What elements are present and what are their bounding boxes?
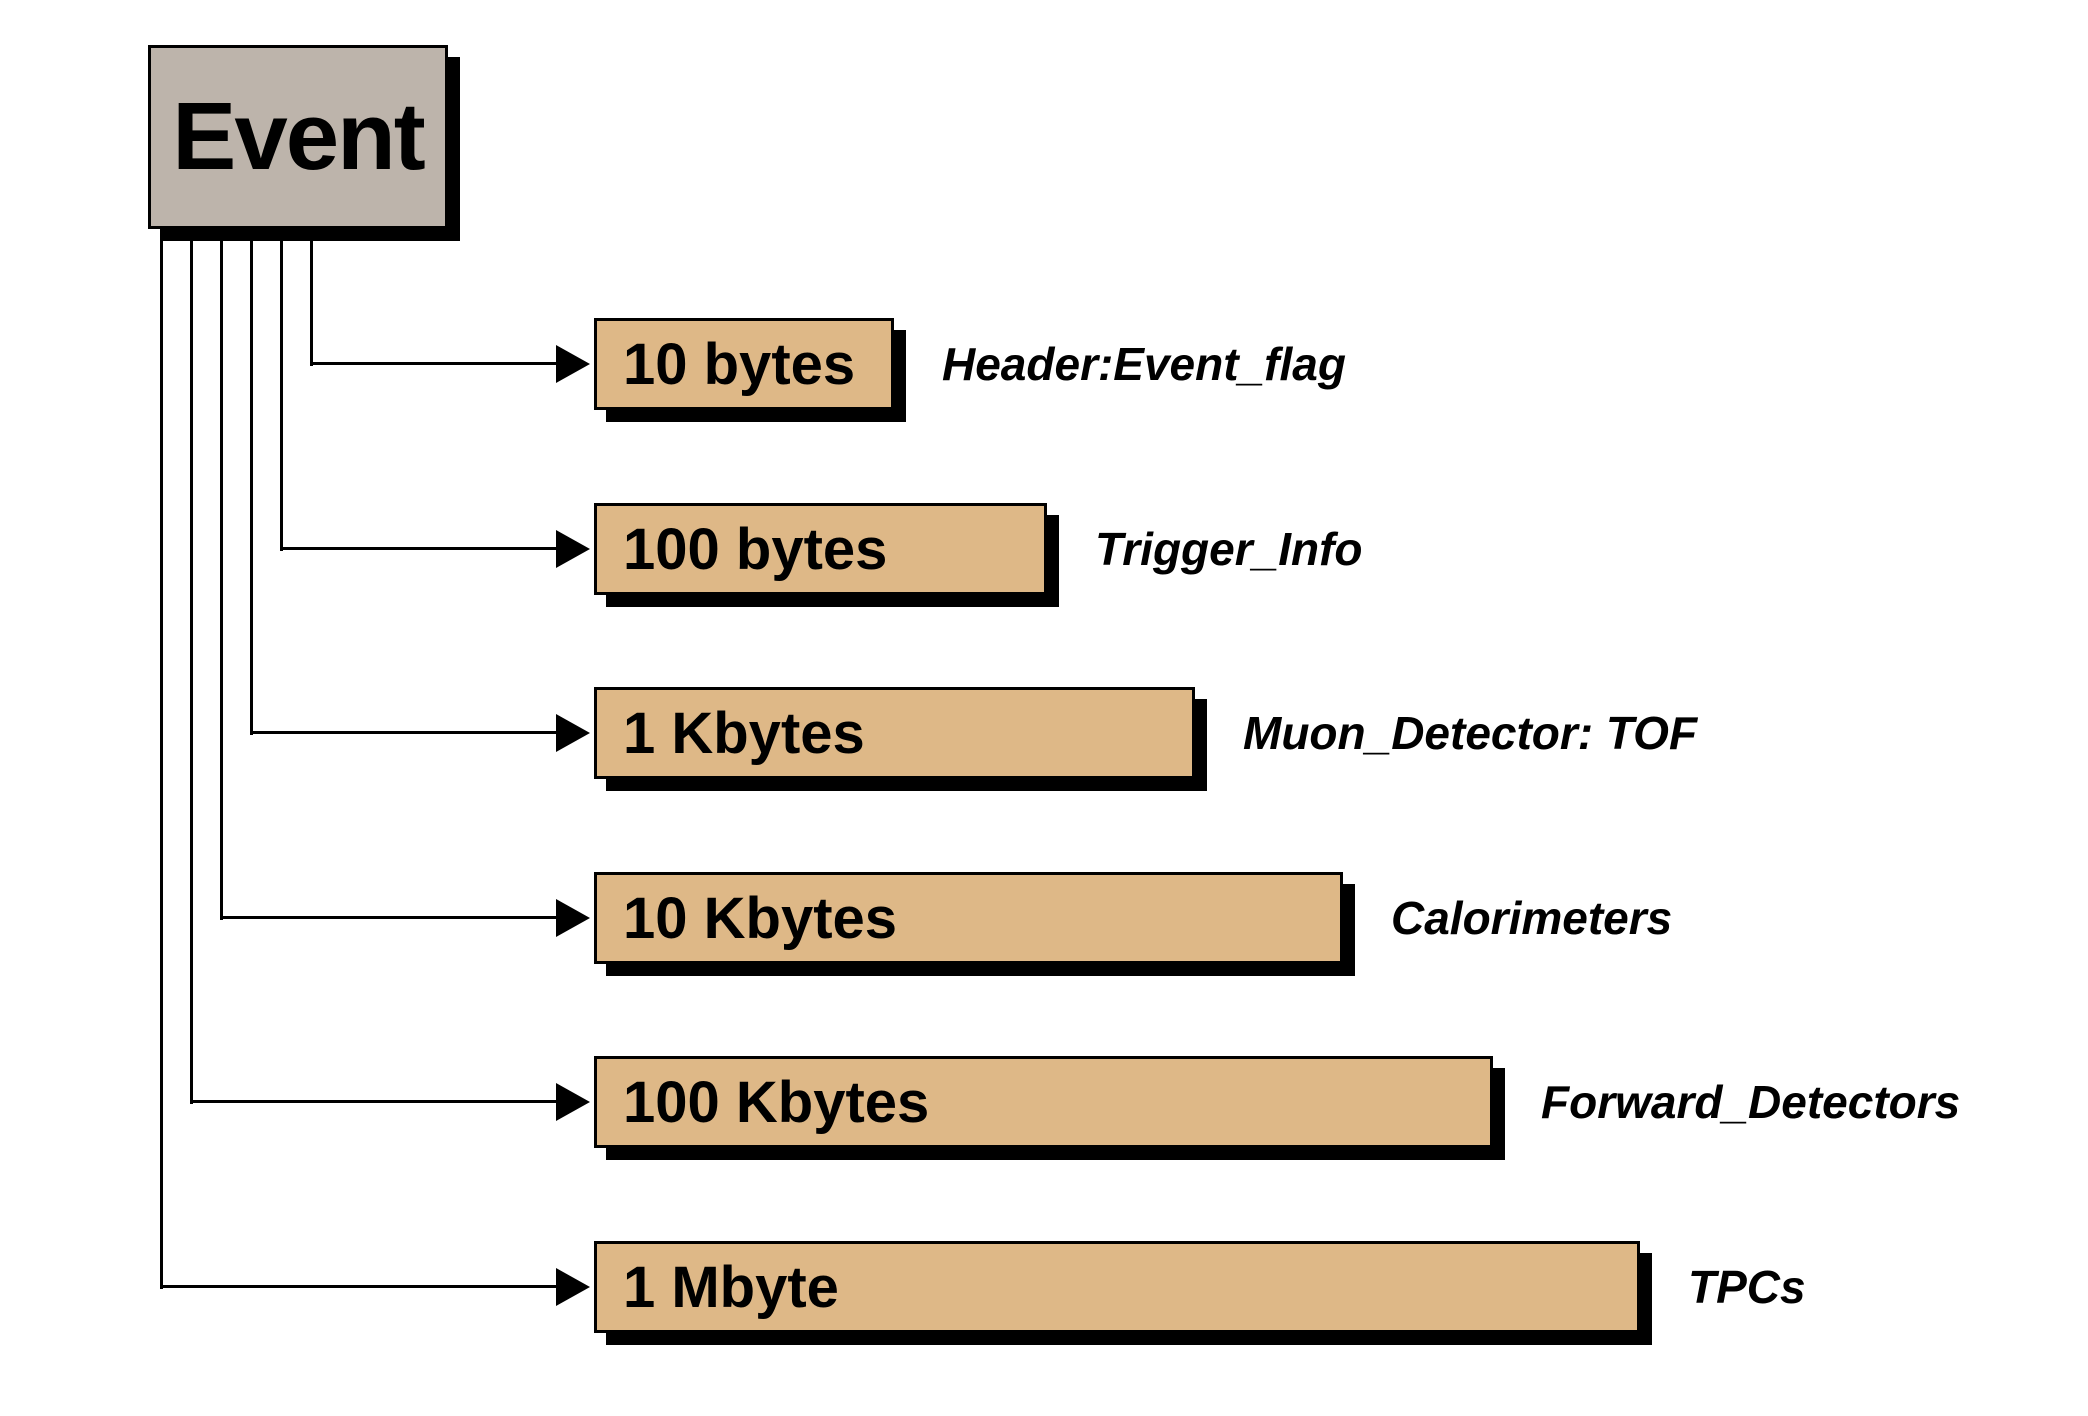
component-label: Header:Event_flag (942, 338, 1346, 390)
arrowhead-icon (556, 345, 590, 383)
size-bar-label: 100 Kbytes (623, 1069, 930, 1135)
size-bar-label: 1 Mbyte (623, 1254, 839, 1320)
connector-vertical-line (250, 229, 253, 735)
connector-horizontal-line (160, 1285, 558, 1288)
connector-vertical-line (160, 229, 163, 1289)
component-label: Trigger_Info (1095, 523, 1363, 575)
connector-horizontal-line (310, 362, 558, 365)
connector-vertical-line (280, 229, 283, 551)
connector-horizontal-line (280, 547, 558, 550)
connector-horizontal-line (220, 916, 558, 919)
arrowhead-icon (556, 1083, 590, 1121)
size-bar: 1 Mbyte (594, 1241, 1640, 1333)
size-bar: 10 bytes (594, 318, 894, 410)
arrowhead-icon (556, 530, 590, 568)
component-label: Calorimeters (1391, 892, 1673, 944)
connector-vertical-line (220, 229, 223, 920)
event-box: Event (148, 45, 448, 229)
connector-horizontal-line (190, 1100, 558, 1103)
connector-vertical-line (310, 229, 313, 366)
event-box-label: Event (172, 83, 425, 190)
arrowhead-icon (556, 714, 590, 752)
component-label: Forward_Detectors (1541, 1076, 1961, 1128)
connector-horizontal-line (250, 731, 558, 734)
component-label: TPCs (1688, 1261, 1806, 1313)
size-bar-label: 10 Kbytes (623, 885, 898, 951)
size-bar-label: 100 bytes (623, 516, 888, 582)
size-bar-label: 10 bytes (623, 331, 856, 397)
size-bar: 100 bytes (594, 503, 1047, 595)
size-bar: 100 Kbytes (594, 1056, 1493, 1148)
size-bar: 10 Kbytes (594, 872, 1343, 964)
size-bar: 1 Kbytes (594, 687, 1195, 779)
component-label: Muon_Detector: TOF (1243, 707, 1698, 759)
connector-vertical-line (190, 229, 193, 1104)
arrowhead-icon (556, 899, 590, 937)
size-bar-label: 1 Kbytes (623, 700, 865, 766)
arrowhead-icon (556, 1268, 590, 1306)
